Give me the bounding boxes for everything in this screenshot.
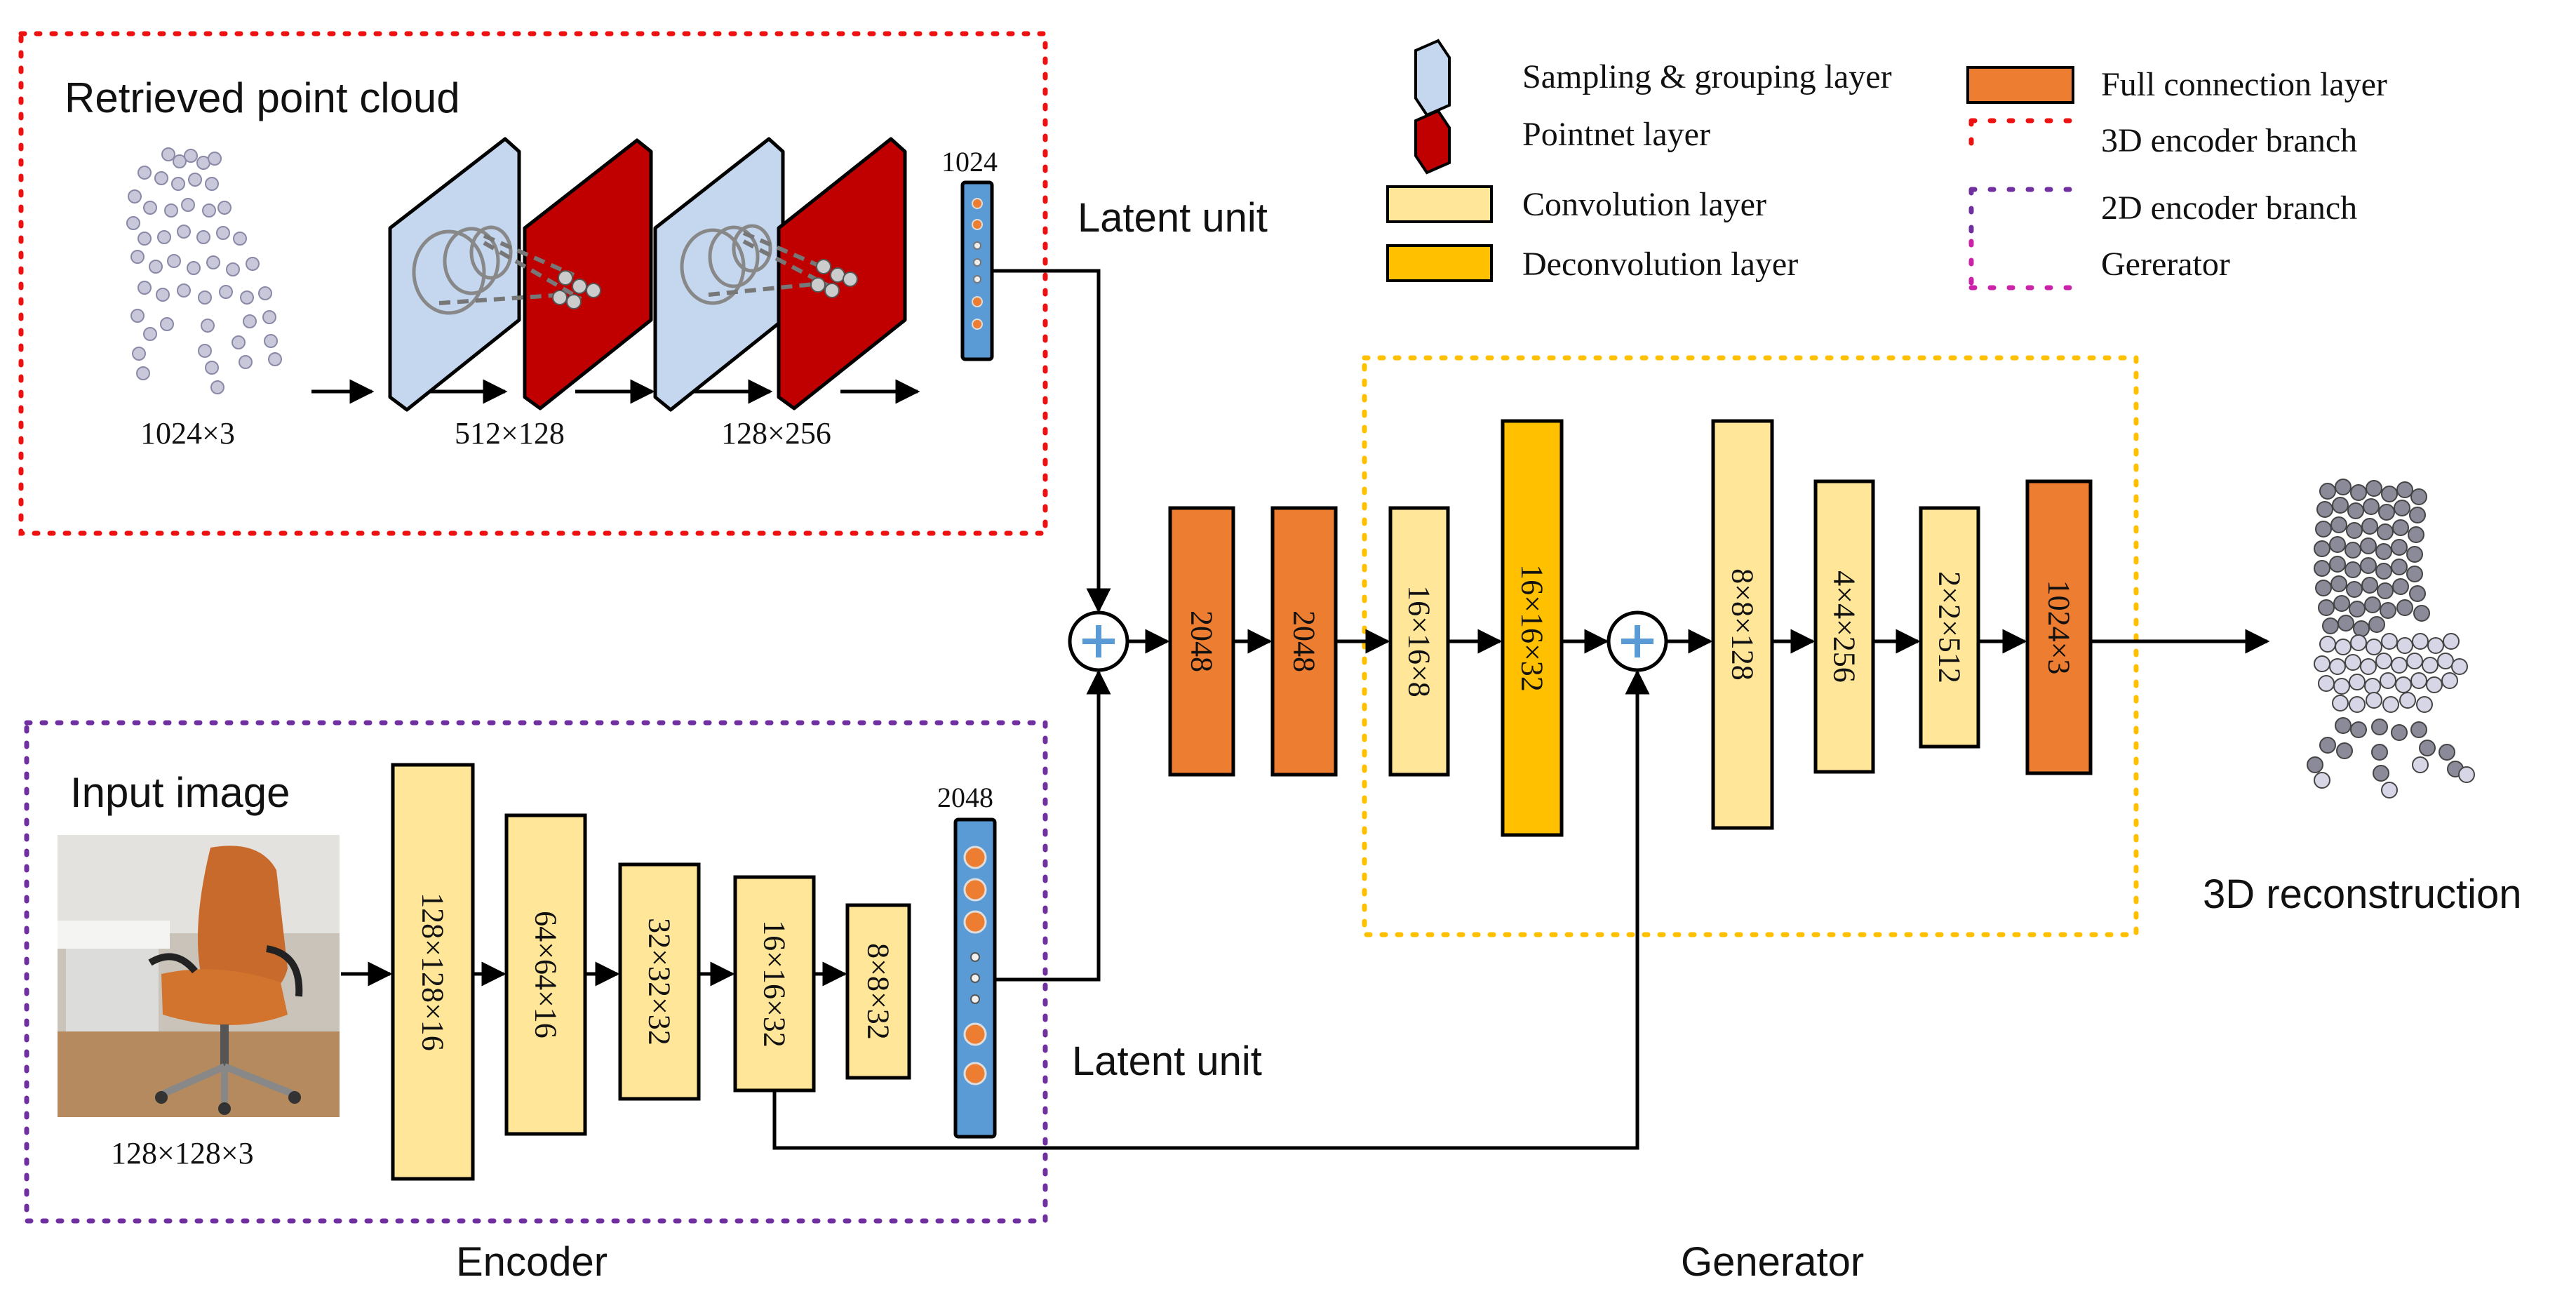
reconstruction-point-cloud [2307, 479, 2475, 799]
3d-encoder-branch-box [18, 31, 1048, 536]
legend-3d-branch-label: 3D encoder branch [2101, 122, 2357, 159]
bottom-vector-size: 2048 [937, 782, 993, 813]
encoder-conv-layer-1 [391, 763, 475, 1181]
generator-box [1362, 355, 2139, 937]
sum-node-2 [1606, 610, 1668, 672]
legend-deconv-swatch [1386, 244, 1493, 282]
top-input-size: 1024×3 [140, 416, 235, 450]
output-label: 3D reconstruction [2203, 871, 2522, 917]
top-latent-vector-dots [972, 198, 983, 330]
generator-fc-1-label: 2048 [1185, 610, 1219, 672]
legend-conv-label: Convolution layer [1522, 186, 1766, 223]
encoder-conv-layer-3 [618, 862, 701, 1101]
encoder-conv-1-label: 128×128×16 [416, 893, 450, 1051]
input-image-title: Input image [70, 769, 290, 816]
legend-conv-swatch [1386, 185, 1493, 223]
generator-fc-layer-1 [1168, 506, 1235, 777]
encoder-section-label: Encoder [456, 1239, 608, 1285]
legend-sampling-icon [1414, 39, 1451, 117]
generator-conv-3-label: 4×4×256 [1827, 570, 1862, 683]
legend-fc-label: Full connection layer [2101, 66, 2387, 103]
bottom-to-sum-connector [996, 669, 1111, 982]
bottom-latent-label: Latent unit [1072, 1038, 1262, 1084]
pointnet-layer-1 [523, 138, 653, 410]
legend-2d-branch-label: 2D encoder branch [2101, 189, 2357, 227]
generator-conv-layer-2 [1711, 419, 1774, 830]
encoder-conv-4-label: 16×16×32 [758, 920, 792, 1048]
top-to-sum-connector [993, 269, 1111, 613]
input-image [58, 835, 340, 1117]
legend-pointnet-icon [1414, 109, 1451, 175]
generator-conv-1-label: 16×16×8 [1402, 585, 1437, 697]
encoder-conv-3-label: 32×32×32 [643, 918, 677, 1046]
sampling-2-circles [680, 224, 772, 305]
top-stage1-size: 512×128 [455, 416, 565, 450]
sampling-layer-2 [653, 137, 785, 412]
encoder-conv-2-label: 64×64×16 [529, 911, 563, 1038]
sampling-1-circles [412, 225, 513, 315]
pointnet-1-points [552, 270, 601, 309]
top-vector-size: 1024 [941, 146, 998, 178]
generator-deconv-layer-1 [1501, 419, 1564, 837]
top-stage2-size: 128×256 [721, 416, 831, 450]
legend-generator-label: Gererator [2101, 246, 2230, 283]
legend: Sampling & grouping layer Pointnet layer… [1386, 39, 2387, 290]
legend-2d-branch-swatch [1968, 187, 2078, 239]
2d-encoder-branch-box [24, 720, 1048, 1224]
generator-fc-2-label: 2048 [1287, 610, 1322, 672]
pointnet-2-points [810, 259, 858, 298]
grouping-lines-2 [708, 231, 836, 297]
legend-sampling-label: Sampling & grouping layer [1522, 58, 1892, 95]
bottom-latent-vector-dots [963, 846, 987, 1085]
sum-node-1 [1068, 610, 1129, 672]
generator-conv-2-label: 8×8×128 [1726, 568, 1760, 681]
generator-section-label: Generator [1681, 1239, 1864, 1285]
generator-conv-4-label: 2×2×512 [1933, 571, 1967, 683]
encoder-conv-layer-2 [504, 813, 587, 1136]
generator-conv-layer-3 [1813, 479, 1875, 774]
legend-deconv-label: Deconvolution layer [1522, 246, 1798, 283]
legend-pointnet-label: Pointnet layer [1522, 116, 1710, 153]
top-latent-label: Latent unit [1078, 195, 1268, 241]
skip-connection [772, 669, 1650, 1150]
legend-3d-branch-swatch [1968, 118, 2078, 153]
encoder-conv-5-label: 8×8×32 [861, 943, 896, 1040]
legend-generator-swatch [1968, 239, 2078, 290]
legend-fc-swatch [1966, 66, 2074, 104]
generator-fc-layer-3 [2025, 479, 2093, 775]
top-latent-vector [960, 180, 994, 361]
bottom-input-size: 128×128×3 [111, 1136, 254, 1170]
generator-conv-layer-1 [1388, 506, 1450, 777]
generator-conv-layer-4 [1919, 506, 1980, 749]
sampling-layer-1 [388, 137, 521, 412]
retrieved-point-cloud-chair [126, 147, 282, 394]
encoder-conv-layer-5 [845, 903, 911, 1080]
generator-deconv-1-label: 16×16×32 [1515, 564, 1550, 692]
grouping-lines-1 [438, 234, 582, 305]
retrieved-point-cloud-title: Retrieved point cloud [65, 74, 460, 121]
generator-fc-3-label: 1024×3 [2042, 580, 2077, 675]
